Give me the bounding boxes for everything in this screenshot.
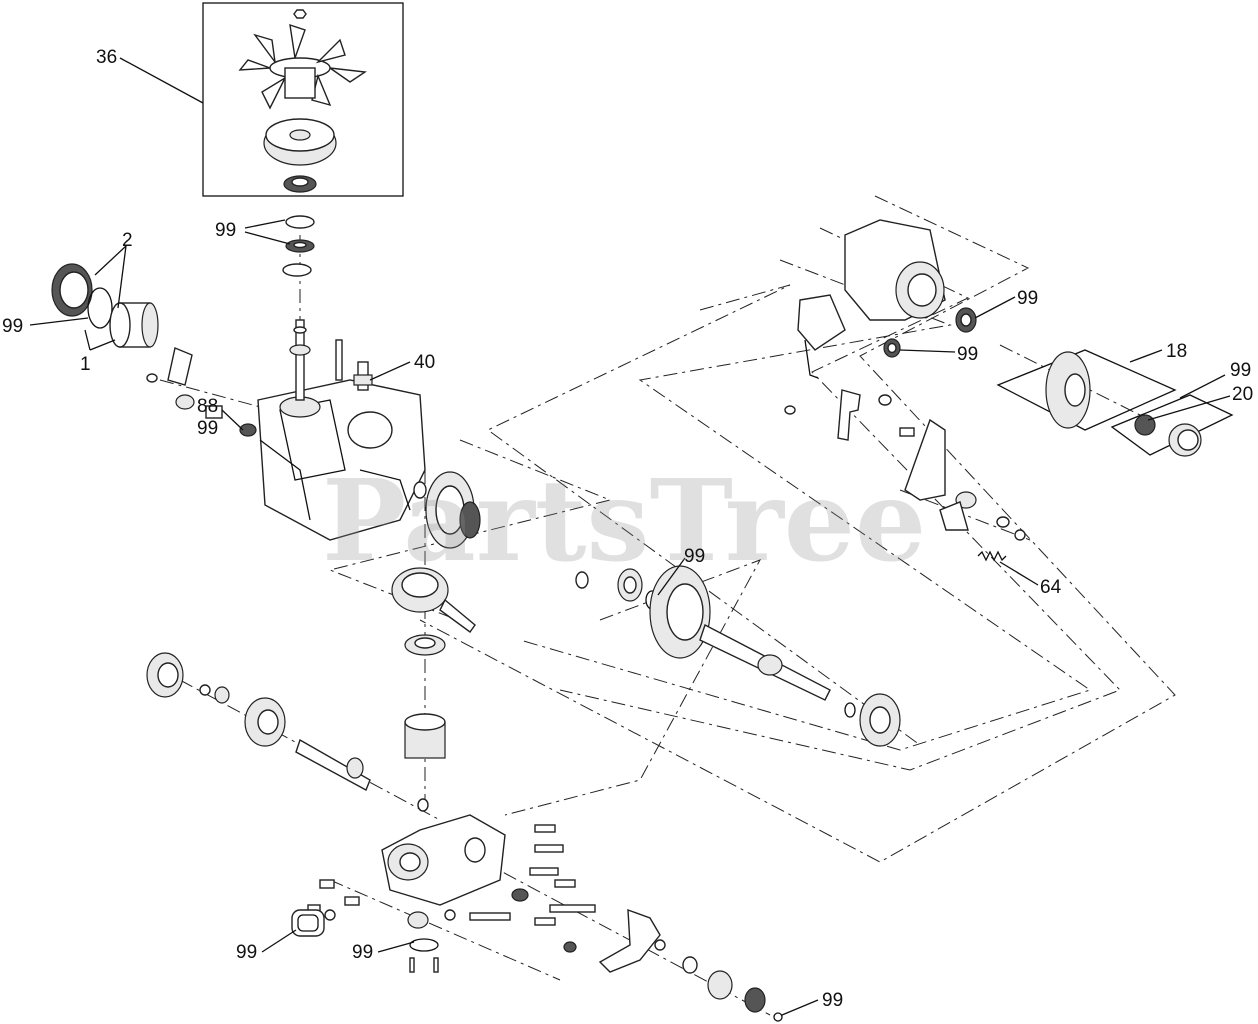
- fan-icon: [238, 23, 367, 110]
- callout-1[interactable]: 1: [80, 354, 91, 375]
- hub-kit-box[interactable]: [996, 349, 1234, 457]
- callout-99[interactable]: 99: [197, 418, 218, 439]
- callout-leaders: [29, 57, 1231, 1016]
- bearing-middle[interactable]: [575, 568, 659, 610]
- differential[interactable]: [391, 567, 476, 656]
- callout-99[interactable]: 99: [1230, 360, 1251, 381]
- lower-seals[interactable]: [407, 909, 456, 973]
- callout-99[interactable]: 99: [684, 546, 705, 567]
- shaft-seal-stack[interactable]: [282, 215, 315, 277]
- callout-99[interactable]: 99: [957, 344, 978, 365]
- callout-99[interactable]: 99: [352, 942, 373, 963]
- callout-64[interactable]: 64: [1040, 577, 1062, 598]
- pin[interactable]: [335, 339, 343, 381]
- callout-40[interactable]: 40: [414, 352, 435, 373]
- callout-2[interactable]: 2: [122, 230, 133, 251]
- gear-small[interactable]: [425, 471, 481, 549]
- seals-right[interactable]: [883, 307, 977, 358]
- bypass-rod[interactable]: [598, 908, 783, 1022]
- pump-block[interactable]: [404, 713, 446, 812]
- callout-labels: 36 99 2 99 1 40 88 99 99 99 18 99 20 99 …: [2, 47, 1253, 1011]
- fan-pulley-kit[interactable]: [202, 2, 404, 197]
- callout-88[interactable]: 88: [197, 396, 218, 417]
- o-ring-filter[interactable]: [291, 909, 325, 937]
- brake-parts[interactable]: [784, 389, 1026, 541]
- center-section[interactable]: [381, 814, 506, 906]
- watermark: PartsTree: [322, 456, 926, 587]
- callout-99[interactable]: 99: [822, 990, 843, 1011]
- callout-20[interactable]: 20: [1232, 384, 1253, 405]
- gear-large-axle[interactable]: [649, 565, 901, 747]
- gear-washer[interactable]: [413, 481, 427, 499]
- callout-99[interactable]: 99: [2, 316, 23, 337]
- callout-99[interactable]: 99: [1017, 288, 1038, 309]
- pulley-icon: [263, 118, 337, 166]
- callout-18[interactable]: 18: [1166, 341, 1187, 362]
- spring-64[interactable]: [977, 550, 1007, 562]
- hub-icon: [283, 175, 317, 193]
- filter-assembly[interactable]: [51, 263, 159, 348]
- callout-99[interactable]: 99: [215, 220, 236, 241]
- fitting-40[interactable]: [353, 361, 373, 391]
- pump-parts[interactable]: [146, 652, 371, 791]
- callout-36[interactable]: 36: [96, 47, 117, 68]
- housing-cover[interactable]: [797, 219, 946, 379]
- control-arm-parts[interactable]: [146, 347, 257, 437]
- callout-99[interactable]: 99: [236, 942, 257, 963]
- input-shaft[interactable]: [289, 319, 311, 401]
